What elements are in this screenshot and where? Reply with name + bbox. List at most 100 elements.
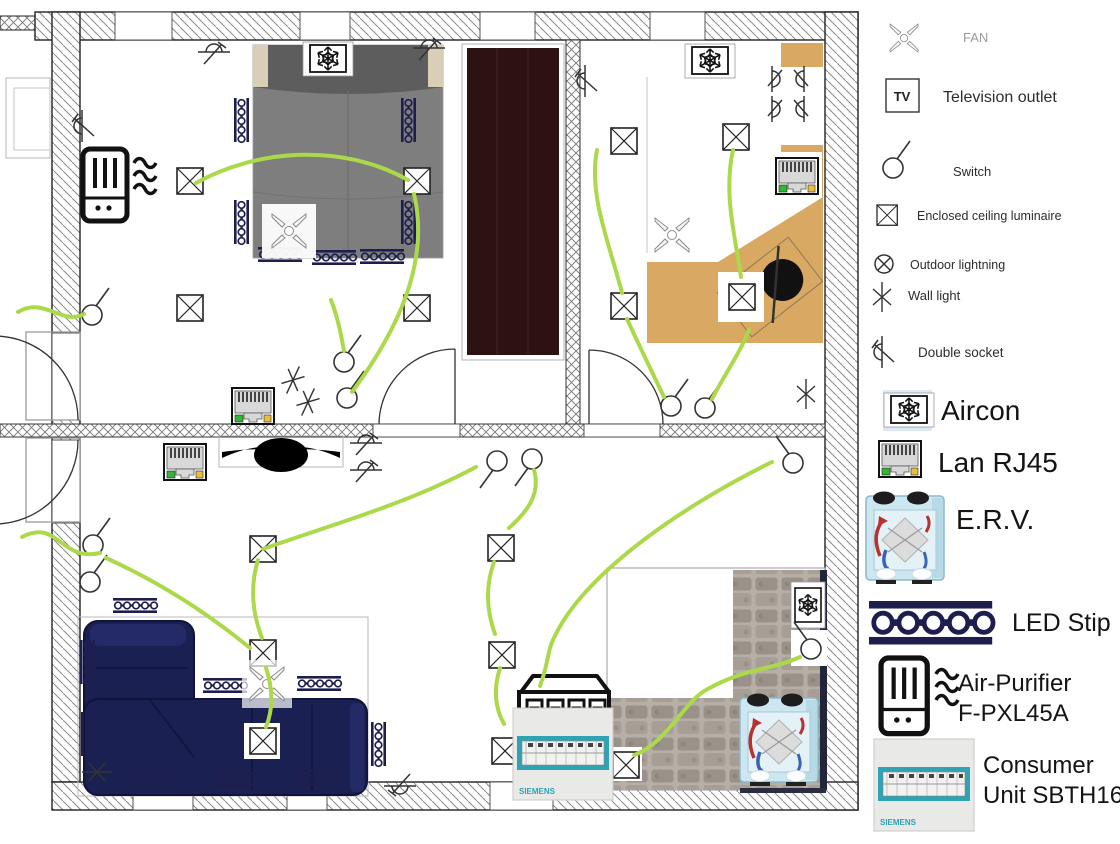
legend: FAN TV Television outlet Switch Enclosed… [864,23,1120,832]
legend-item-double-socket: Double socket [871,335,1004,369]
balcony-outline [5,77,51,159]
double-socket-icon [197,41,231,65]
legend-label: Wall light [908,288,961,303]
switch-icon [336,370,365,409]
ceiling-luminaire-icon [610,127,638,155]
legend-label: Outdoor lightning [910,258,1005,272]
tv-symbol-label: TV [894,89,911,104]
ceiling-luminaire-icon [610,292,638,320]
consumer-unit [512,674,614,801]
wire-path [493,666,506,726]
ceiling-luminaire-icon [403,294,431,322]
lan-rj45-icon [878,440,922,478]
wire-path [727,148,743,279]
door-leaf-entry-upper [25,331,81,421]
air-purifier-icon [83,149,156,221]
door-leaf-entry-lower [25,437,81,523]
balcony-outline-inner [13,87,51,151]
bedroom [71,37,446,425]
door-swing-lower [0,439,79,525]
door-kitchen [588,349,664,425]
erv-icon [738,691,820,788]
wire-path [20,530,102,557]
wardrobe [461,43,565,361]
legend-label: Switch [953,164,991,179]
ceiling-luminaire-icon [876,204,898,226]
kitchen [574,43,824,419]
led-strip-icon [370,721,387,768]
led-strip-icon [202,677,249,694]
aircon-icon [685,44,735,78]
lan-rj45-icon [163,443,207,481]
ceiling-luminaire-icon [728,283,756,311]
legend-label: LED Stip [1012,609,1111,637]
window-opening [299,11,351,41]
legend-label: FAN [963,30,988,45]
double-socket-pair-icon [767,65,809,93]
led-strip-icon [233,97,250,144]
led-strip-icon [296,675,343,692]
wire-path [625,317,666,399]
legend-item-fan: FAN [889,23,988,53]
legend-label: Double socket [918,345,1004,360]
door-bedroom [378,348,456,425]
switch-icon [333,334,362,373]
tile-edge [820,570,827,790]
switch-icon [82,517,111,556]
ceiling-luminaire-icon [249,727,277,755]
led-strip-icon [233,199,250,246]
tv-outlet-icon [885,78,920,113]
legend-item-aircon: Aircon [883,390,1020,431]
legend-item-luminaire: Enclosed ceiling luminaire [876,204,1062,226]
switch-icon [81,287,110,326]
wire-path [486,560,497,636]
legend-label: Television outlet [943,89,1057,106]
wire-path [194,152,410,185]
door-swing-upper [0,335,79,421]
legend-label: Lan RJ45 [938,447,1058,478]
wire-path [632,655,802,757]
ceiling-luminaire-icon [722,123,750,151]
lan-rj45-icon [775,157,819,195]
switch-icon [882,140,911,179]
legend-item-led-strip: LED Stip [869,601,1111,645]
wire-path [261,465,478,551]
window-opening [649,11,706,41]
fan-icon [889,23,919,53]
wires [16,148,802,757]
window-opening [479,11,536,41]
aircon-icon [791,582,825,628]
wall-divider [565,39,581,425]
tv-top-view [218,435,344,472]
erv-icon [864,489,946,586]
air-waves-icon [936,670,958,705]
door-opening [51,439,81,524]
legend-item-air-purifier: Air-Purifier F-PXL45A [881,658,1071,734]
legend-item-switch: Switch [882,140,991,179]
wire-path [104,556,252,650]
consumer-unit-icon [873,738,975,832]
door-opening [583,423,661,438]
switch-icon [79,554,108,593]
switch-icon [514,448,543,487]
legend-item-tv: TV Television outlet [885,78,1057,113]
wire-path [507,468,538,530]
led-strip-icon [112,597,159,614]
double-socket-icon [349,459,383,483]
legend-item-consumer-unit: Consumer Unit SBTH16 [873,738,1120,832]
aircon-icon [884,393,934,427]
air-purifier-icon [881,658,927,734]
ceiling-luminaire-icon [487,534,515,562]
double-socket-icon [871,335,895,369]
wire-path [329,298,346,353]
legend-label: Consumer [983,752,1094,779]
legend-item-wall-light: Wall light [872,281,961,313]
wall-light-icon [796,378,816,410]
legend-item-outdoor: Outdoor lightning [874,254,1005,274]
ceiling-luminaire-icon [176,294,204,322]
walls [0,11,859,811]
fan-icon [654,217,690,253]
tile-edge [740,788,826,793]
